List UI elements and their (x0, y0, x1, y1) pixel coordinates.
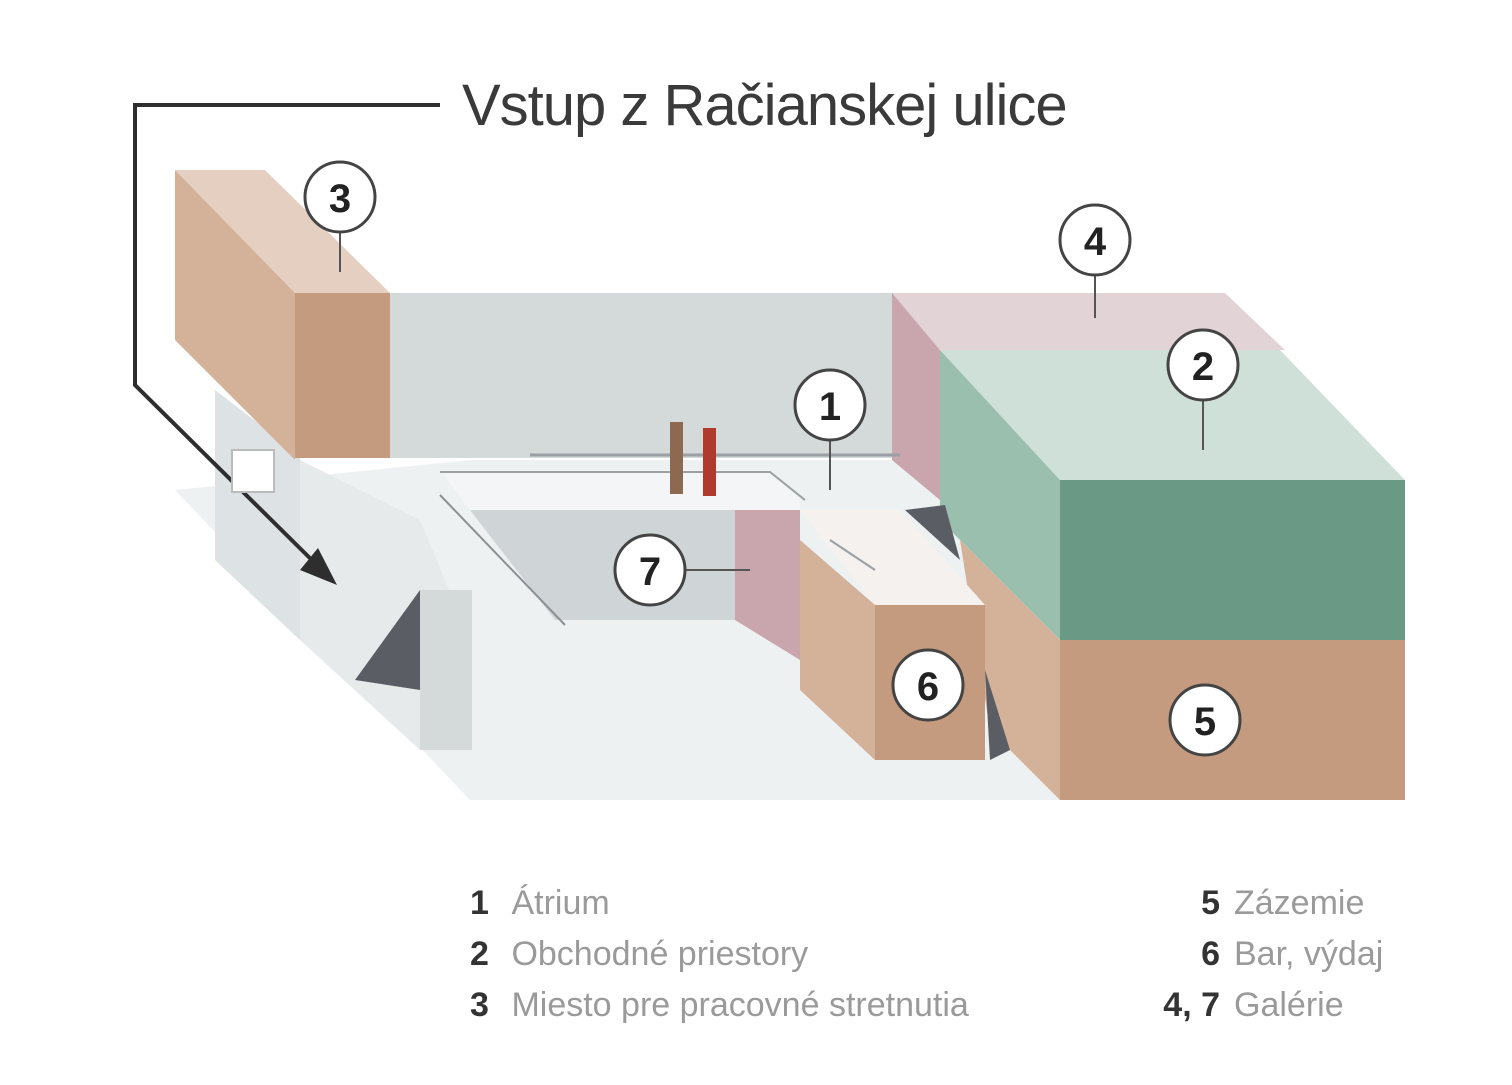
legend-right: 5 Zázemie 6 Bar, výdaj 4, 7 Galérie (1132, 878, 1383, 1031)
person-figure (703, 428, 716, 496)
marker-1: 1 (793, 368, 867, 442)
legend-left: 1 Átrium 2 Obchodné priestory 3 Miesto p… (470, 878, 969, 1031)
block-6-top (800, 510, 985, 605)
railing-mezzanine-edge (439, 494, 566, 626)
block-3-front (295, 293, 390, 458)
block-2-side (940, 350, 1060, 640)
legend-text: Galérie (1234, 986, 1344, 1024)
legend-number: 3 (470, 986, 489, 1024)
marker-6: 6 (891, 648, 965, 722)
marker-5: 5 (1168, 683, 1242, 757)
entrance-arrow-head (300, 548, 337, 585)
legend-item: 2 Obchodné priestory (470, 929, 969, 980)
marker-label: 4 (1084, 220, 1107, 264)
railing-mezzanine (440, 471, 806, 501)
block-4-side (892, 293, 940, 500)
legend-number: 6 (1201, 935, 1220, 973)
left-pillar (420, 590, 472, 750)
mezzanine-7-top (440, 470, 800, 510)
legend-item: 6 Bar, výdaj (1132, 929, 1383, 980)
entrance-door (231, 449, 275, 493)
legend-number: 1 (470, 884, 489, 922)
marker-7: 7 (613, 533, 687, 607)
marker-label: 6 (917, 665, 939, 709)
marker-4: 4 (1058, 203, 1132, 277)
legend-number: 2 (470, 935, 489, 973)
legend-item: 4, 7 Galérie (1132, 980, 1383, 1031)
legend-text: Átrium (511, 884, 610, 922)
legend-text: Bar, výdaj (1234, 935, 1384, 973)
marker-label: 7 (639, 550, 661, 594)
stair-right (985, 670, 1010, 760)
marker-label: 2 (1192, 345, 1214, 389)
stair-left (355, 590, 420, 690)
legend-item: 5 Zázemie (1132, 878, 1383, 929)
block-6-side (800, 540, 875, 760)
block-3-top (175, 170, 390, 293)
marker-2: 2 (1166, 328, 1240, 402)
legend-item: 3 Miesto pre pracovné stretnutia (470, 980, 969, 1031)
stair-right-upper (905, 505, 960, 560)
person-figure (670, 422, 683, 494)
legend-item: 1 Átrium (470, 878, 969, 929)
marker-3: 3 (303, 160, 377, 234)
diagram-title: Vstup z Račianskej ulice (462, 73, 1068, 138)
railing-stair (829, 539, 876, 571)
legend-text: Miesto pre pracovné stretnutia (511, 986, 969, 1024)
legend-number: 4, 7 (1163, 986, 1220, 1024)
marker-label: 5 (1194, 700, 1216, 744)
legend-number: 5 (1201, 884, 1220, 922)
legend-text: Zázemie (1234, 884, 1365, 922)
block-2-front (1060, 480, 1405, 640)
marker-label: 1 (819, 385, 841, 429)
block-3-side (175, 170, 295, 460)
legend-text: Obchodné priestory (511, 935, 809, 973)
mezzanine-7-side (735, 510, 800, 660)
block-2-top (940, 350, 1405, 480)
marker-label: 3 (329, 177, 351, 221)
